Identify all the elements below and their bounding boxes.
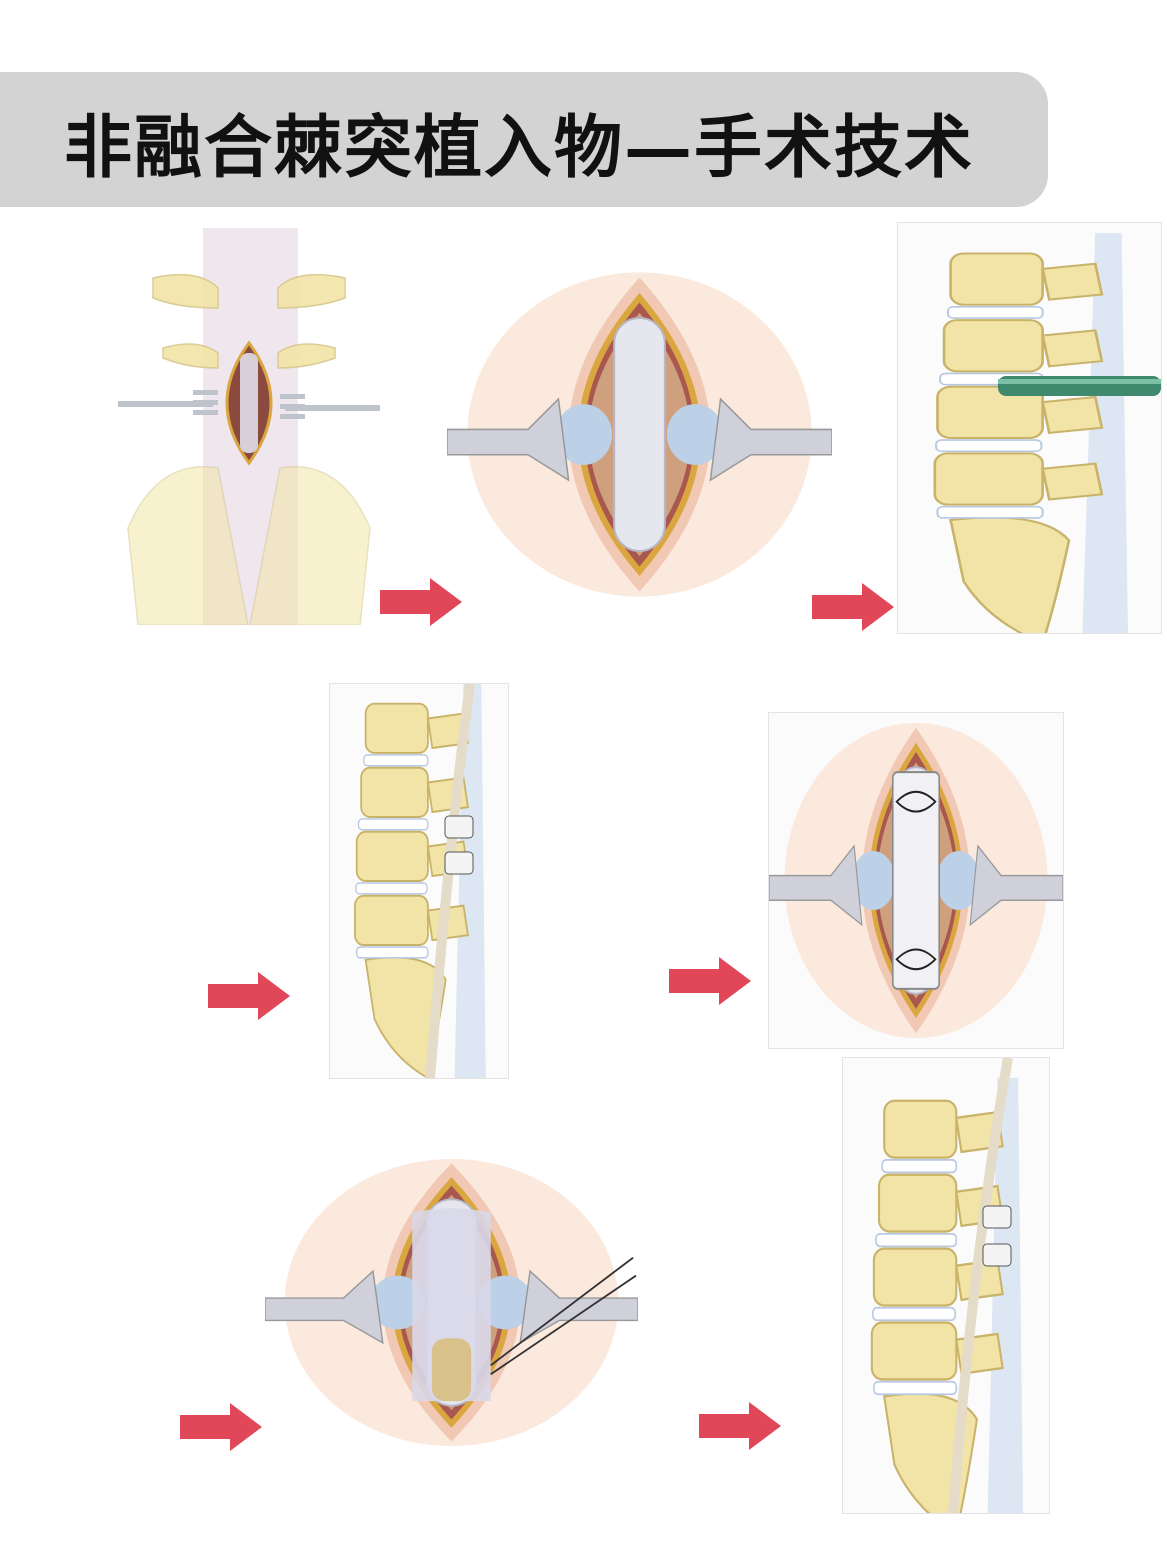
next-step-arrow — [669, 957, 751, 1005]
next-step-arrow — [180, 1403, 262, 1451]
next-step-arrow — [812, 583, 894, 631]
lateral-dilator-illustration — [897, 222, 1162, 634]
final-lateral-illustration — [842, 1057, 1050, 1514]
next-step-arrow — [699, 1402, 781, 1450]
implant-placed-illustration — [768, 712, 1064, 1049]
title-banner: 非融合棘突植入物—手术技术 — [0, 72, 1048, 207]
closure-suture-illustration — [265, 1150, 638, 1455]
next-step-arrow — [208, 972, 290, 1020]
page-title: 非融合棘突植入物—手术技术 — [64, 108, 975, 188]
lateral-implant-illustration — [329, 683, 509, 1079]
incision-exposure-illustration — [447, 262, 832, 607]
posterior-exposure-illustration — [118, 228, 380, 625]
